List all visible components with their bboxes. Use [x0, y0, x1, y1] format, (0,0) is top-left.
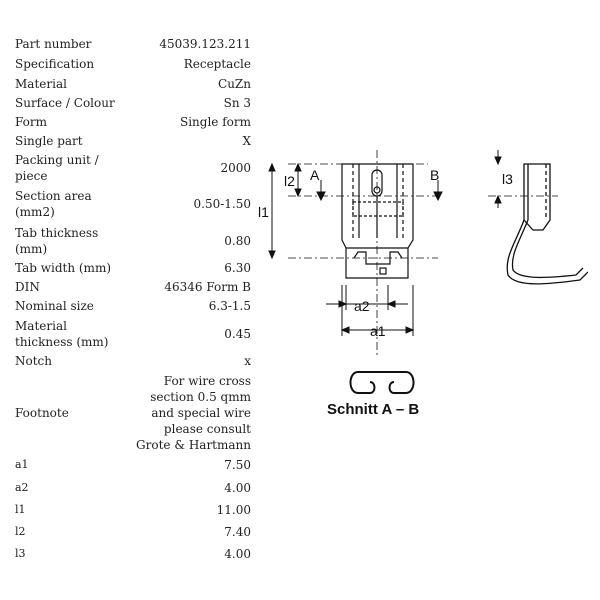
spec-key: DIN [15, 280, 40, 294]
receptacle-technical-drawing: A B l1 l2 l3 a2 a1 [258, 150, 588, 394]
spec-key: Material [15, 77, 67, 91]
dim-a1-label: a1 [370, 323, 386, 339]
spec-value: 4.00 [224, 481, 251, 495]
spec-key: Form [15, 115, 48, 129]
spec-key: l3 [15, 547, 26, 560]
spec-value: x [244, 354, 251, 368]
spec-value: 6.3-1.5 [208, 299, 251, 313]
spec-value: Sn 3 [223, 96, 251, 110]
spec-key: Tab thickness (mm) [15, 226, 99, 256]
spec-key: l1 [15, 503, 26, 516]
spec-key: Notch [15, 354, 52, 368]
spec-value: 46346 Form B [164, 280, 251, 294]
spec-key: Part number [15, 37, 92, 51]
spec-key: Packing unit / piece [15, 153, 99, 183]
spec-key: Nominal size [15, 299, 94, 313]
spec-value: 11.00 [216, 503, 251, 517]
dim-l3-label: l3 [502, 171, 513, 187]
spec-value: 4.00 [224, 547, 251, 561]
section-caption: Schnitt A – B [327, 401, 420, 418]
spec-value: 2000 [220, 161, 251, 175]
dim-l2-label: l2 [284, 173, 295, 189]
spec-key: Specification [15, 57, 95, 71]
spec-key: Tab width (mm) [15, 261, 111, 275]
section-a-b-profile [349, 371, 415, 394]
spec-value: 45039.123.211 [159, 37, 251, 51]
spec-value: CuZn [218, 77, 251, 91]
spec-key: a2 [15, 481, 29, 494]
spec-value: 6.30 [224, 261, 251, 275]
spec-value: 7.40 [224, 525, 251, 539]
spec-key: Surface / Colour [15, 96, 115, 110]
spec-value: Single form [179, 115, 251, 129]
dim-l1-label: l1 [258, 204, 269, 220]
side-profile [506, 163, 588, 285]
spec-value: X [242, 134, 251, 148]
spec-key: a1 [15, 458, 29, 471]
arrow-b-label: B [430, 167, 439, 183]
spec-value: Receptacle [183, 57, 251, 71]
dim-a2-label: a2 [354, 298, 370, 314]
spec-key: Single part [15, 134, 83, 148]
spec-key: Footnote [15, 406, 69, 420]
spec-key: Material thickness (mm) [15, 319, 109, 349]
spec-value: 7.50 [224, 458, 251, 472]
spec-key: Section area (mm2) [15, 189, 92, 219]
spec-key: l2 [15, 525, 26, 538]
arrow-a-label: A [310, 167, 320, 183]
spec-value: For wire cross section 0.5 qmm and speci… [136, 374, 251, 452]
spec-value: 0.80 [224, 234, 251, 248]
spec-value: 0.50-1.50 [193, 197, 252, 211]
spec-value: 0.45 [224, 327, 251, 341]
